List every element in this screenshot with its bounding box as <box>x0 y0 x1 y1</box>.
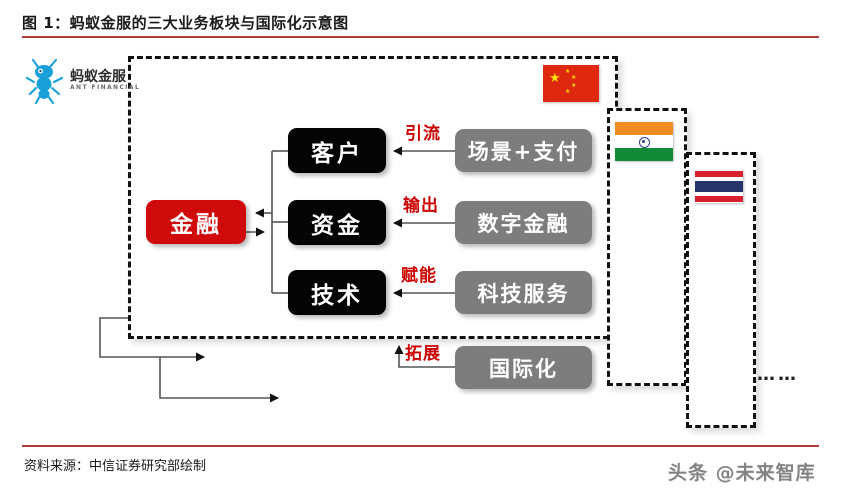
th-flag-red-top <box>695 171 743 177</box>
node-digital-finance[interactable]: 数字金融 <box>455 201 592 244</box>
node-scene-payment[interactable]: 场景+支付 <box>455 129 592 172</box>
node-customer[interactable]: 客户 <box>288 128 386 173</box>
cn-flag-star-4: ★ <box>565 88 571 95</box>
relation-label-output: 输出 <box>403 196 439 216</box>
more-countries-indicator: …… <box>757 364 799 385</box>
cn-flag-icon: ★ ★ ★ ★ ★ <box>543 65 599 102</box>
node-capital[interactable]: 资金 <box>288 200 386 245</box>
cn-flag-star-large: ★ <box>549 71 561 86</box>
logo-cn-text: 蚂蚁金服 <box>70 69 126 85</box>
th-flag-red-bottom <box>695 196 743 202</box>
cn-flag-star-3: ★ <box>571 82 577 89</box>
in-flag-chakra-icon <box>639 137 650 148</box>
source-note: 资料来源：中信证券研究部绘制 <box>24 459 207 474</box>
node-finance[interactable]: 金融 <box>146 200 246 244</box>
relation-label-empower: 赋能 <box>401 266 437 286</box>
logo-en-text: ANT FINANCIAL <box>70 84 141 91</box>
th-flag-icon <box>695 171 743 203</box>
page-title: 图 1：蚂蚁金服的三大业务板块与国际化示意图 <box>22 14 349 32</box>
cn-flag-star-2: ★ <box>571 74 577 81</box>
node-tech-service[interactable]: 科技服务 <box>455 271 592 314</box>
ant-financial-logo: 蚂蚁金服 ANT FINANCIAL <box>25 58 141 110</box>
th-flag-white-top <box>695 177 743 181</box>
th-flag-white-bottom <box>695 192 743 196</box>
in-flag-green-band <box>615 148 673 161</box>
cn-flag-star-1: ★ <box>565 68 571 75</box>
footer-divider <box>22 445 819 447</box>
relation-label-expand: 拓展 <box>405 344 441 364</box>
in-flag-saffron-band <box>615 122 673 135</box>
relation-label-drainage: 引流 <box>405 124 441 144</box>
in-flag-icon <box>615 122 673 161</box>
node-internationalization[interactable]: 国际化 <box>455 346 592 389</box>
ant-mascot-icon <box>25 58 64 105</box>
th-flag-blue-center <box>695 181 743 192</box>
title-divider <box>22 36 819 38</box>
node-technology[interactable]: 技术 <box>288 270 386 315</box>
watermark: 头条 @未来智库 <box>668 462 816 484</box>
